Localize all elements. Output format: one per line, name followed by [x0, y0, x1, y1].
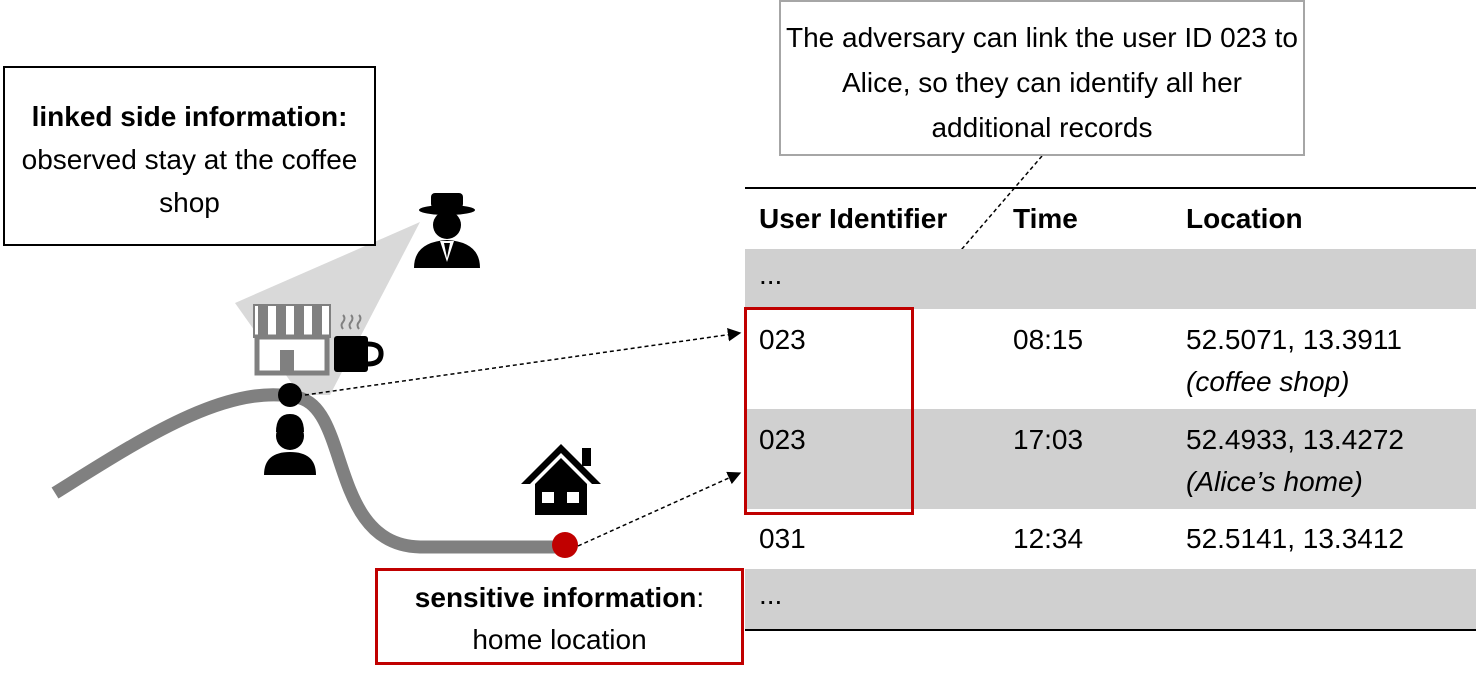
sensitive-information-box: sensitive information: home location: [375, 568, 744, 665]
cell-user-id: ...: [759, 259, 783, 290]
cell-user-id: 031: [759, 523, 806, 554]
cell-user-id: ...: [759, 579, 783, 610]
header-location: Location: [1186, 203, 1303, 234]
link-arrow-adversary-note: [911, 155, 1043, 309]
sensitive-information-colon: :: [696, 582, 705, 613]
linked-records-highlight: [744, 307, 914, 515]
person-icon: [264, 414, 316, 475]
side-information-box: linked side information: observed stay a…: [3, 66, 376, 246]
header-time: Time: [1013, 203, 1078, 234]
link-arrow-home-record: [577, 471, 742, 547]
house-icon: [521, 444, 601, 515]
coffee-cup-icon: [334, 314, 384, 372]
cell-user-id: 023: [759, 324, 806, 355]
sensitive-information-label: sensitive information: [414, 582, 697, 613]
link-arrow-coffee-record: [297, 328, 742, 397]
coffee-shop-icon: [253, 304, 331, 376]
side-information-text: observed stay at the coffee shop: [21, 144, 358, 218]
cell-user-id: 023: [759, 424, 806, 455]
cell-time: 12:34: [1013, 523, 1084, 554]
cell-location: 52.5071, 13.3911: [1186, 324, 1402, 355]
header-user-identifier: User Identifier: [759, 203, 948, 234]
cell-time: 17:03: [1013, 424, 1084, 455]
adversary-note-text: The adversary can link the user ID 023 t…: [785, 22, 1299, 143]
spy-icon: [414, 193, 480, 268]
adversary-note-box: The adversary can link the user ID 023 t…: [779, 0, 1305, 156]
records-table: User Identifier Time Location ... 023 08…: [745, 187, 1476, 631]
table-row: ...: [745, 249, 1476, 309]
table-row: ...: [745, 569, 1476, 629]
cell-time: 08:15: [1013, 324, 1084, 355]
side-information-label: linked side information:: [31, 101, 348, 132]
sensitive-information-text: home location: [472, 624, 647, 655]
cell-location-note: (Alice’s home): [1186, 466, 1363, 497]
table-row: 031 12:34 52.5141, 13.3412: [745, 509, 1476, 569]
coffee-shop-point: [278, 383, 302, 407]
cell-location: 52.4933, 13.4272: [1186, 424, 1404, 455]
table-row: 023 08:15 52.5071, 13.3911 (coffee shop): [745, 309, 1476, 409]
home-point: [552, 532, 578, 558]
cell-location-note: (coffee shop): [1186, 366, 1350, 397]
table-row: 023 17:03 52.4933, 13.4272 (Alice’s home…: [745, 409, 1476, 509]
cell-location: 52.5141, 13.3412: [1186, 523, 1404, 554]
table-header-row: User Identifier Time Location: [745, 189, 1476, 249]
